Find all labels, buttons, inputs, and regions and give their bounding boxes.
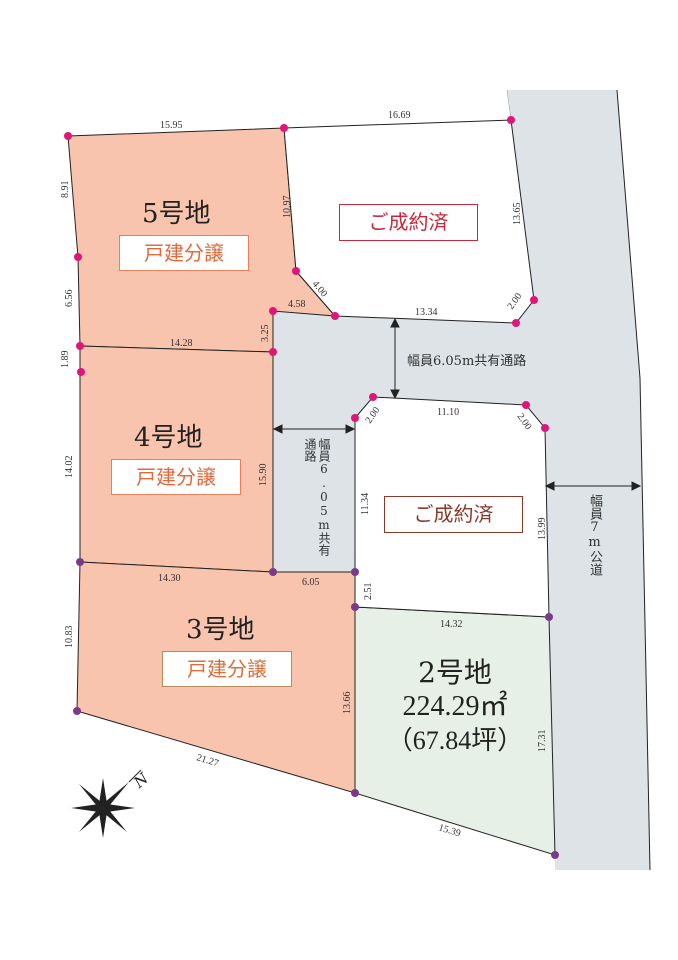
lot-4-status-tag: 戸建分譲	[111, 459, 241, 495]
dim-label: 13.34	[415, 307, 438, 318]
road-edge	[506, 89, 512, 121]
dim-label: 11.10	[437, 407, 459, 418]
lot-2-area-tsubo: （67.84坪）	[386, 726, 524, 755]
width-arrow-vertical-passage	[272, 424, 356, 434]
road-area	[273, 90, 650, 870]
boundary-markers-bottom	[73, 558, 559, 859]
dim-label: 1.89	[60, 351, 71, 369]
dim-label: 8.91	[60, 181, 71, 199]
boundary-markers-top	[64, 116, 549, 432]
dim-label: 13.65	[512, 203, 523, 226]
lot-3-name: 3号地	[186, 615, 255, 645]
dim-label: 15.90	[258, 464, 269, 487]
compass-icon	[71, 769, 142, 838]
dim-label: 16.69	[388, 110, 411, 121]
dim-label: 13.99	[537, 518, 548, 541]
lot-3-status-tag: 戸建分譲	[162, 651, 292, 687]
dim-label: 14.28	[170, 338, 193, 349]
dim-label: 21.27	[195, 752, 220, 769]
dim-label: 3.25	[260, 325, 271, 343]
sold-upper-status-tag: ご成約済	[339, 204, 478, 241]
shared-passage-label-horizontal: 幅員6.05m共有通路	[407, 354, 527, 369]
shared-passage-label-vertical: 幅員6.05m共有通路	[303, 438, 331, 556]
lot-4-name: 4号地	[134, 423, 203, 453]
lot-2-area-m2: 224.29㎡	[402, 691, 508, 722]
public-road-edge	[639, 377, 651, 871]
width-arrow-public-road	[544, 481, 642, 491]
dim-label: 6.05	[302, 577, 320, 588]
lot-5-name: 5号地	[142, 199, 211, 229]
width-arrow-horizontal-passage	[390, 317, 400, 400]
sold-lower-status-tag: ご成約済	[384, 496, 523, 533]
public-road-edge	[616, 89, 641, 379]
dim-label: 10.83	[64, 626, 75, 649]
lot-5-status-tag: 戸建分譲	[119, 235, 249, 271]
lot-2-name: 2号地	[418, 656, 492, 689]
lot-2-info: 2号地 224.29㎡ （67.84坪）	[385, 656, 525, 758]
dim-label: 10.97	[282, 196, 293, 219]
public-road-label: 幅員7m公道	[587, 494, 602, 576]
dim-label: 15.95	[160, 120, 183, 131]
dim-label: 14.32	[440, 619, 463, 630]
dim-label: 13.66	[342, 692, 353, 715]
dim-label: 14.02	[64, 456, 75, 479]
dim-label: 6.56	[64, 290, 75, 308]
compass-north-label: N	[129, 769, 152, 792]
dim-label: 2.51	[363, 583, 374, 601]
dim-label: 4.58	[288, 299, 306, 310]
dim-label: 17.31	[537, 730, 548, 753]
dim-label: 14.30	[158, 573, 181, 584]
dim-label: 11.34	[360, 493, 371, 515]
